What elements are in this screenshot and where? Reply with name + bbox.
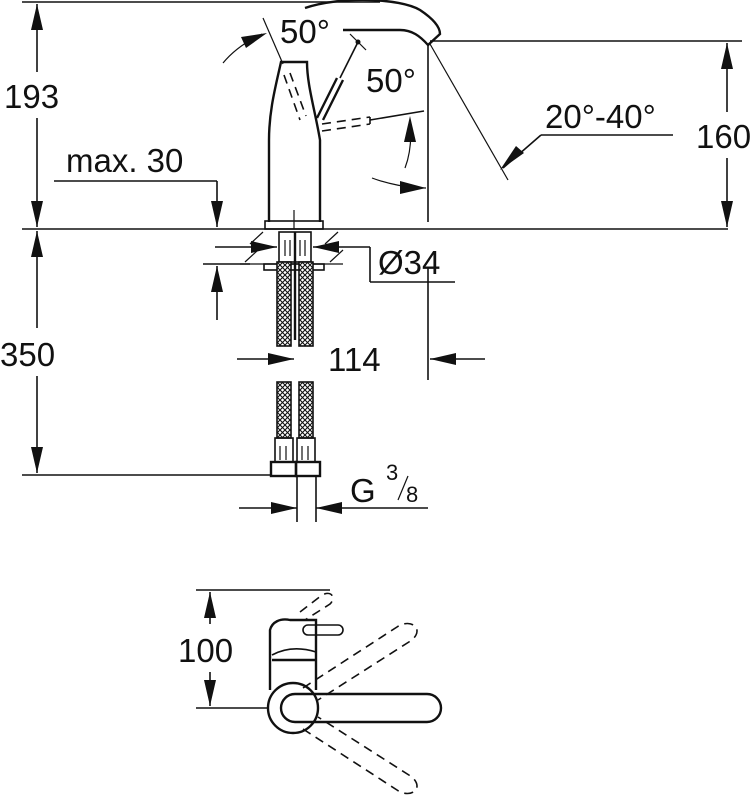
lever-handle	[315, 33, 367, 121]
tap-body	[264, 60, 324, 230]
max-30-label: max. 30	[66, 142, 183, 179]
lever-main-top	[279, 692, 443, 724]
thread-denominator-label: 8	[406, 482, 418, 507]
dimension-hole-diameter: Ø34	[215, 241, 455, 283]
dimension-100: 100	[178, 592, 233, 706]
angle-50-back-label: 50°	[366, 62, 416, 99]
side-view: 193 350 160 max. 30	[0, 0, 751, 522]
lever-alt-positions	[299, 592, 418, 795]
thread-numerator-label: 3	[386, 460, 398, 485]
dimension-114-label: 114	[328, 341, 381, 378]
top-view: 100	[178, 589, 443, 795]
countertop-thickness-callout: max. 30	[54, 142, 223, 227]
dimension-350-label: 350	[0, 336, 55, 373]
dimension-counter-thickness	[203, 263, 250, 320]
angle-50-forward-label: 50°	[280, 13, 330, 50]
supply-hoses	[269, 261, 322, 478]
mounting-shank	[278, 231, 312, 340]
dimension-160-label: 160	[696, 118, 751, 155]
dimension-100-label: 100	[178, 632, 233, 669]
base-circle	[266, 681, 320, 735]
dimension-193-label: 193	[4, 78, 59, 115]
angle-50-back: 50°	[366, 62, 427, 194]
tap-body-top	[268, 618, 318, 690]
lever-small-top	[302, 624, 344, 636]
diameter-34-label: Ø34	[378, 244, 440, 281]
angle-spout-flow: 20°-40°	[429, 43, 673, 181]
dimension-160: 160	[430, 40, 751, 227]
dimension-spout-reach: 114	[237, 341, 485, 378]
lever-handle-alt-position	[321, 110, 425, 132]
dimension-350: 350	[0, 231, 55, 473]
angle-spout-flow-label: 20°-40°	[545, 98, 656, 135]
dimension-connection-thread: G 3 8	[239, 460, 428, 522]
thread-prefix-label: G	[350, 472, 376, 509]
angle-50-forward: 50°	[222, 13, 330, 65]
spout	[304, 0, 442, 47]
dimension-193: 193	[4, 4, 59, 227]
